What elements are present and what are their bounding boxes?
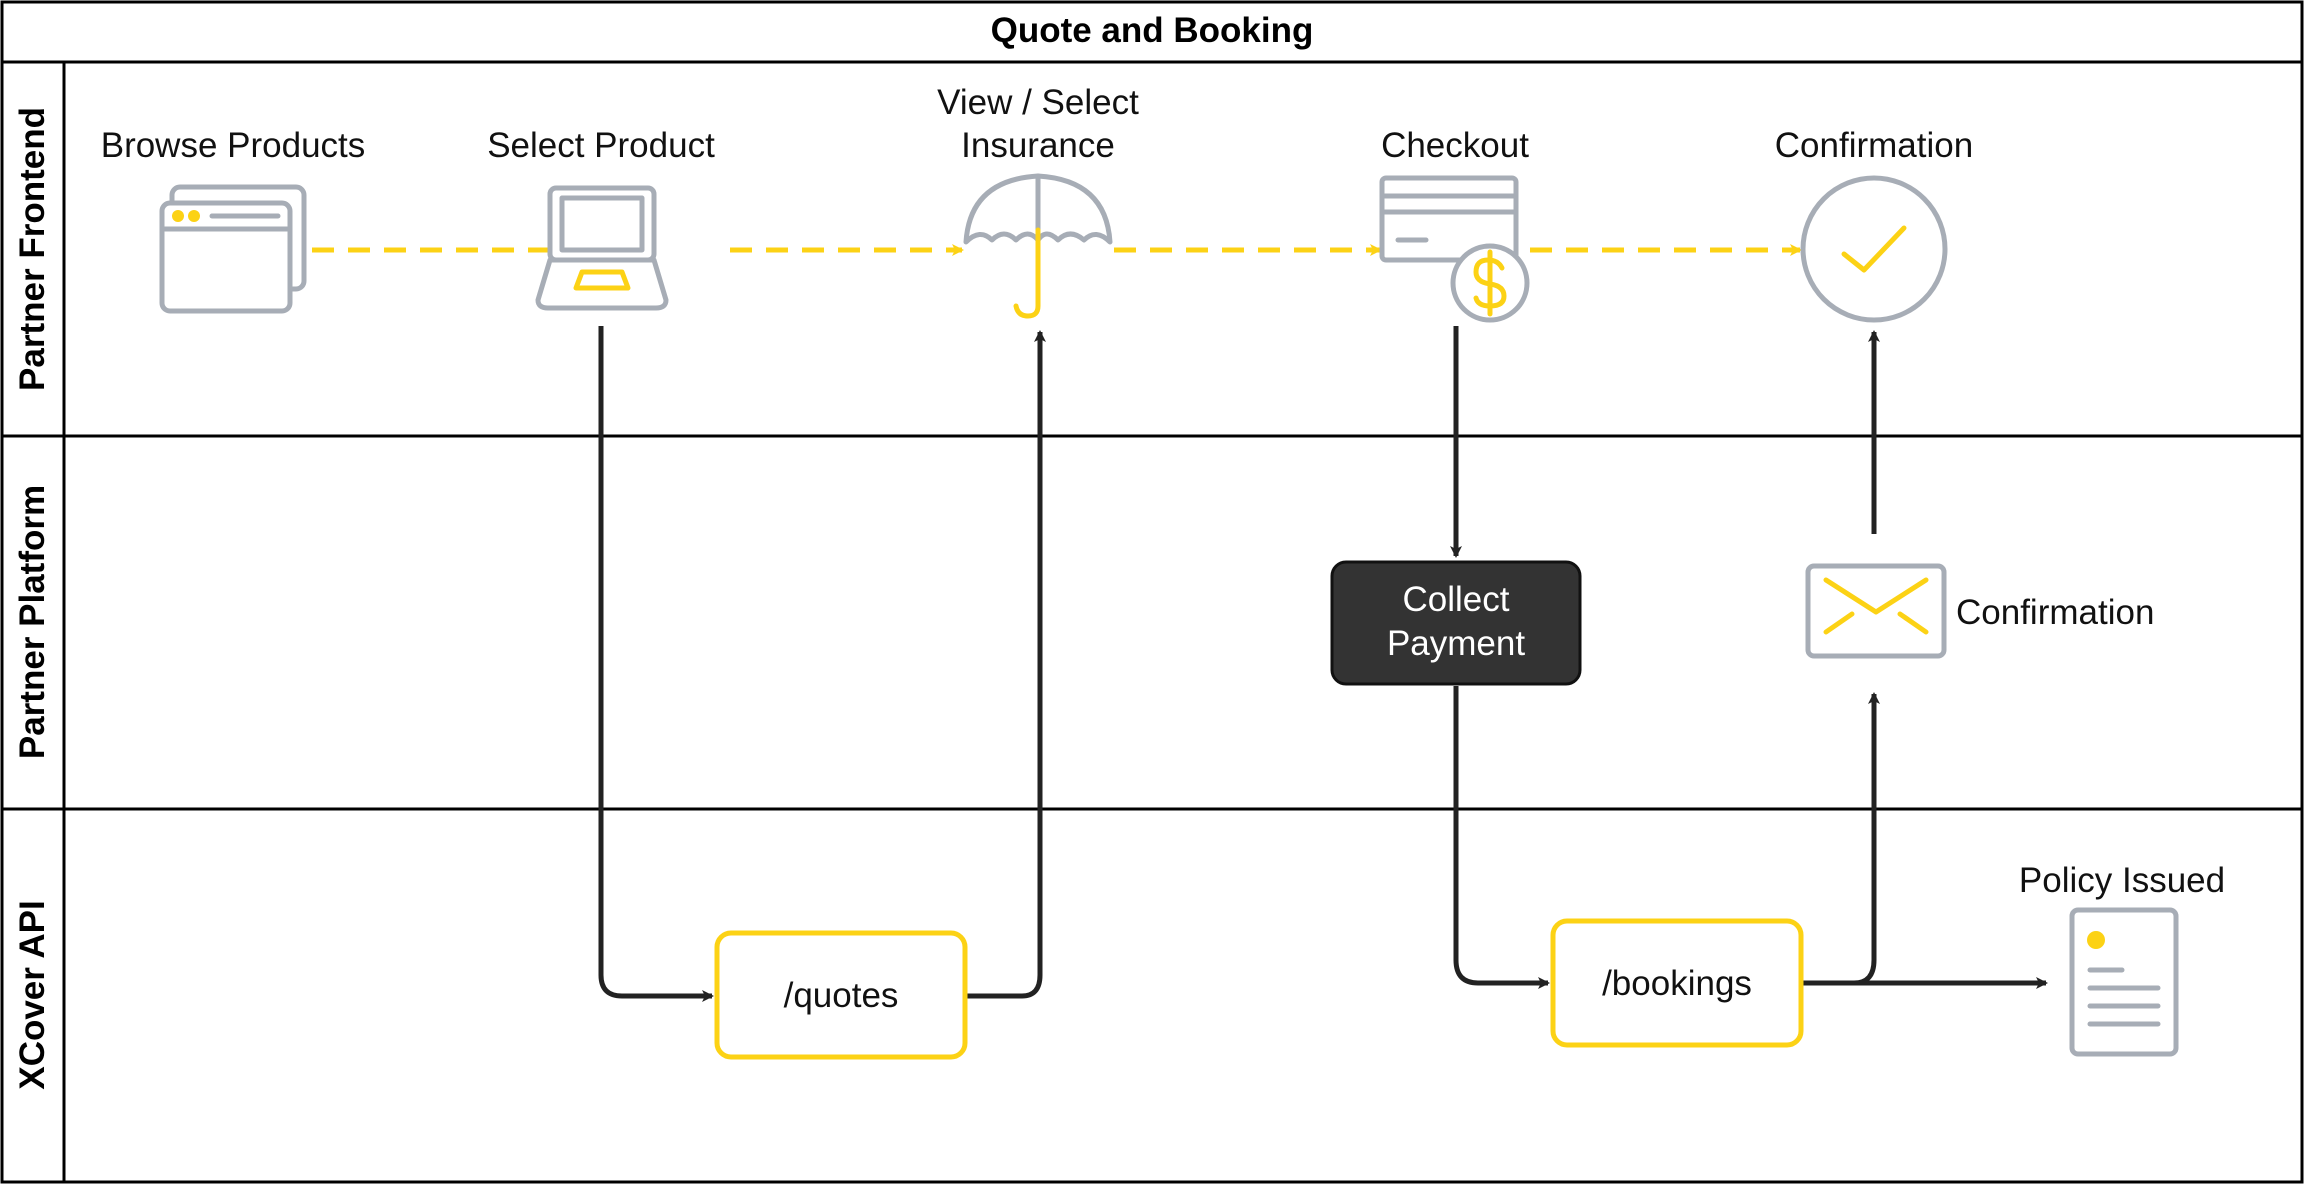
collect-payment-label-line2: Payment [1387, 624, 1525, 663]
collect-payment-label-line1: Collect [1403, 580, 1510, 619]
quotes-endpoint-box: /quotes [714, 930, 968, 1060]
bookings-endpoint-box: /bookings [1550, 918, 1804, 1048]
laptop-icon [535, 185, 669, 311]
card-dollar-icon [1379, 175, 1530, 323]
quotes-endpoint-label: /quotes [784, 976, 899, 1015]
step-label-confirmation: Confirmation [1775, 126, 1973, 165]
step-label-view-select: View / Select [937, 83, 1139, 122]
policy-issued-label: Policy Issued [2019, 861, 2225, 900]
diagram-title: Quote and Booking [991, 11, 1314, 50]
lane-label-partner-frontend: Partner Frontend [13, 107, 52, 391]
collect-payment-box: Collect Payment [1330, 560, 1582, 686]
umbrella-icon [963, 173, 1113, 319]
document-icon [2069, 907, 2179, 1057]
step-label-checkout: Checkout [1381, 126, 1529, 165]
lane-label-xcover-api: XCover API [13, 900, 52, 1089]
step-label-insurance: Insurance [961, 126, 1115, 165]
step-label-browse-products: Browse Products [101, 126, 366, 165]
flow-arrows [598, 326, 2048, 1002]
check-circle-icon [1800, 175, 1948, 323]
envelope-icon [1805, 563, 1947, 659]
bookings-endpoint-label: /bookings [1602, 964, 1752, 1003]
lane-label-partner-platform: Partner Platform [13, 485, 52, 759]
confirmation-email-label: Confirmation [1956, 593, 2154, 632]
browser-windows-icon [159, 184, 307, 314]
step-label-select-product: Select Product [487, 126, 715, 165]
